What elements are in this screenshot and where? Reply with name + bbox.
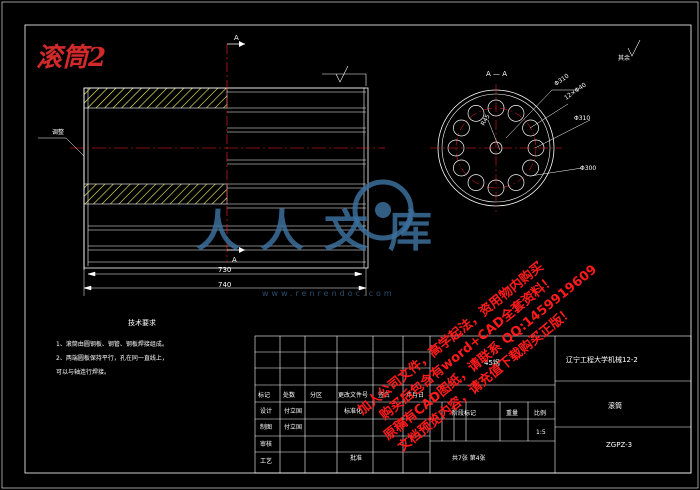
flange-hole (467, 174, 485, 191)
tb-scale-value: 1:5 (536, 429, 546, 436)
tb-standardize: 标准化 (344, 407, 362, 415)
tb-date: 年月日 (406, 391, 424, 399)
section-label: A — A (486, 70, 507, 78)
flange-hole (453, 159, 470, 177)
roughness-symbol (322, 65, 367, 86)
tb-design: 设计 (260, 407, 272, 415)
tb-material: 45钢 (484, 358, 500, 367)
flange-hole (522, 119, 539, 137)
tb-stage-mark: 阶段标记 (452, 409, 476, 417)
watermark-url: www.renrendoc.com (262, 289, 395, 298)
front-view (70, 41, 385, 270)
tb-scale: 比例 (534, 409, 546, 417)
tb-approve: 批准 (350, 454, 362, 462)
flange-hole (507, 174, 525, 191)
tb-school: 辽宁工程大学机械12-2 (566, 355, 638, 364)
tb-sheets: 共7张 第4张 (452, 454, 486, 462)
notes-title: 技术要求 (128, 318, 156, 327)
tb-process: 工艺 (260, 457, 272, 465)
tb-doc: 更改文件号 (338, 391, 368, 399)
length-dimensions (83, 268, 367, 296)
cut-mark-top: A (234, 34, 239, 42)
section-view (430, 84, 591, 212)
flange-hole (467, 105, 485, 122)
left-leader (38, 137, 85, 157)
general-roughness (627, 39, 641, 57)
cut-mark-bottom: A (232, 256, 237, 264)
notes-line-2: 2、两端圆板保持平行，孔在同一直线上， (56, 354, 168, 362)
dim-phi310-a: Φ310 (553, 73, 570, 88)
tb-weight: 重量 (506, 409, 518, 417)
tb-part-name: 滚筒 (608, 401, 622, 410)
red-stamp: 加人公司文件，高学起法，资用物内购买 购买后包含有word+CAD全套资料！ 原… (354, 258, 600, 455)
dim-phi310-b: Φ310 (574, 115, 590, 122)
stamp-line-3: 原稿有CAD图纸，请联系 QQ:1459919609 (380, 261, 600, 443)
title-block (254, 335, 692, 474)
tb-drafting-name: 付立国 (284, 423, 302, 431)
tb-drawing-number: ZGPZ-3 (606, 441, 632, 449)
tb-sign: 签名 (378, 391, 390, 399)
flange-hole (507, 105, 525, 122)
dimension-730: 730 (218, 266, 231, 274)
drawing-title: 滚筒2 (36, 43, 106, 73)
dim-phi300: Φ300 (580, 165, 596, 172)
tb-drafting: 制图 (260, 423, 272, 431)
dim-holes: 12×Φ40 (563, 81, 588, 101)
tb-mark: 标记 (258, 391, 270, 399)
flange-hole (453, 119, 470, 137)
notes-line-1: 1、滚筒由圆钢板、钢管、钢板焊接组成。 (56, 340, 168, 348)
watermark-brand: 人人文库 (196, 206, 452, 257)
dimension-740: 740 (218, 281, 231, 289)
roughness-note: 其余 (618, 54, 630, 62)
watermark-logo (352, 179, 414, 241)
tb-design-name: 付立国 (284, 407, 302, 415)
tb-count: 处数 (283, 391, 295, 399)
tb-zone: 分区 (310, 391, 322, 399)
tb-review: 审核 (260, 440, 272, 448)
left-annotation: 调整 (52, 128, 64, 136)
notes-line-3: 可以与轴连行焊接。 (56, 368, 110, 376)
